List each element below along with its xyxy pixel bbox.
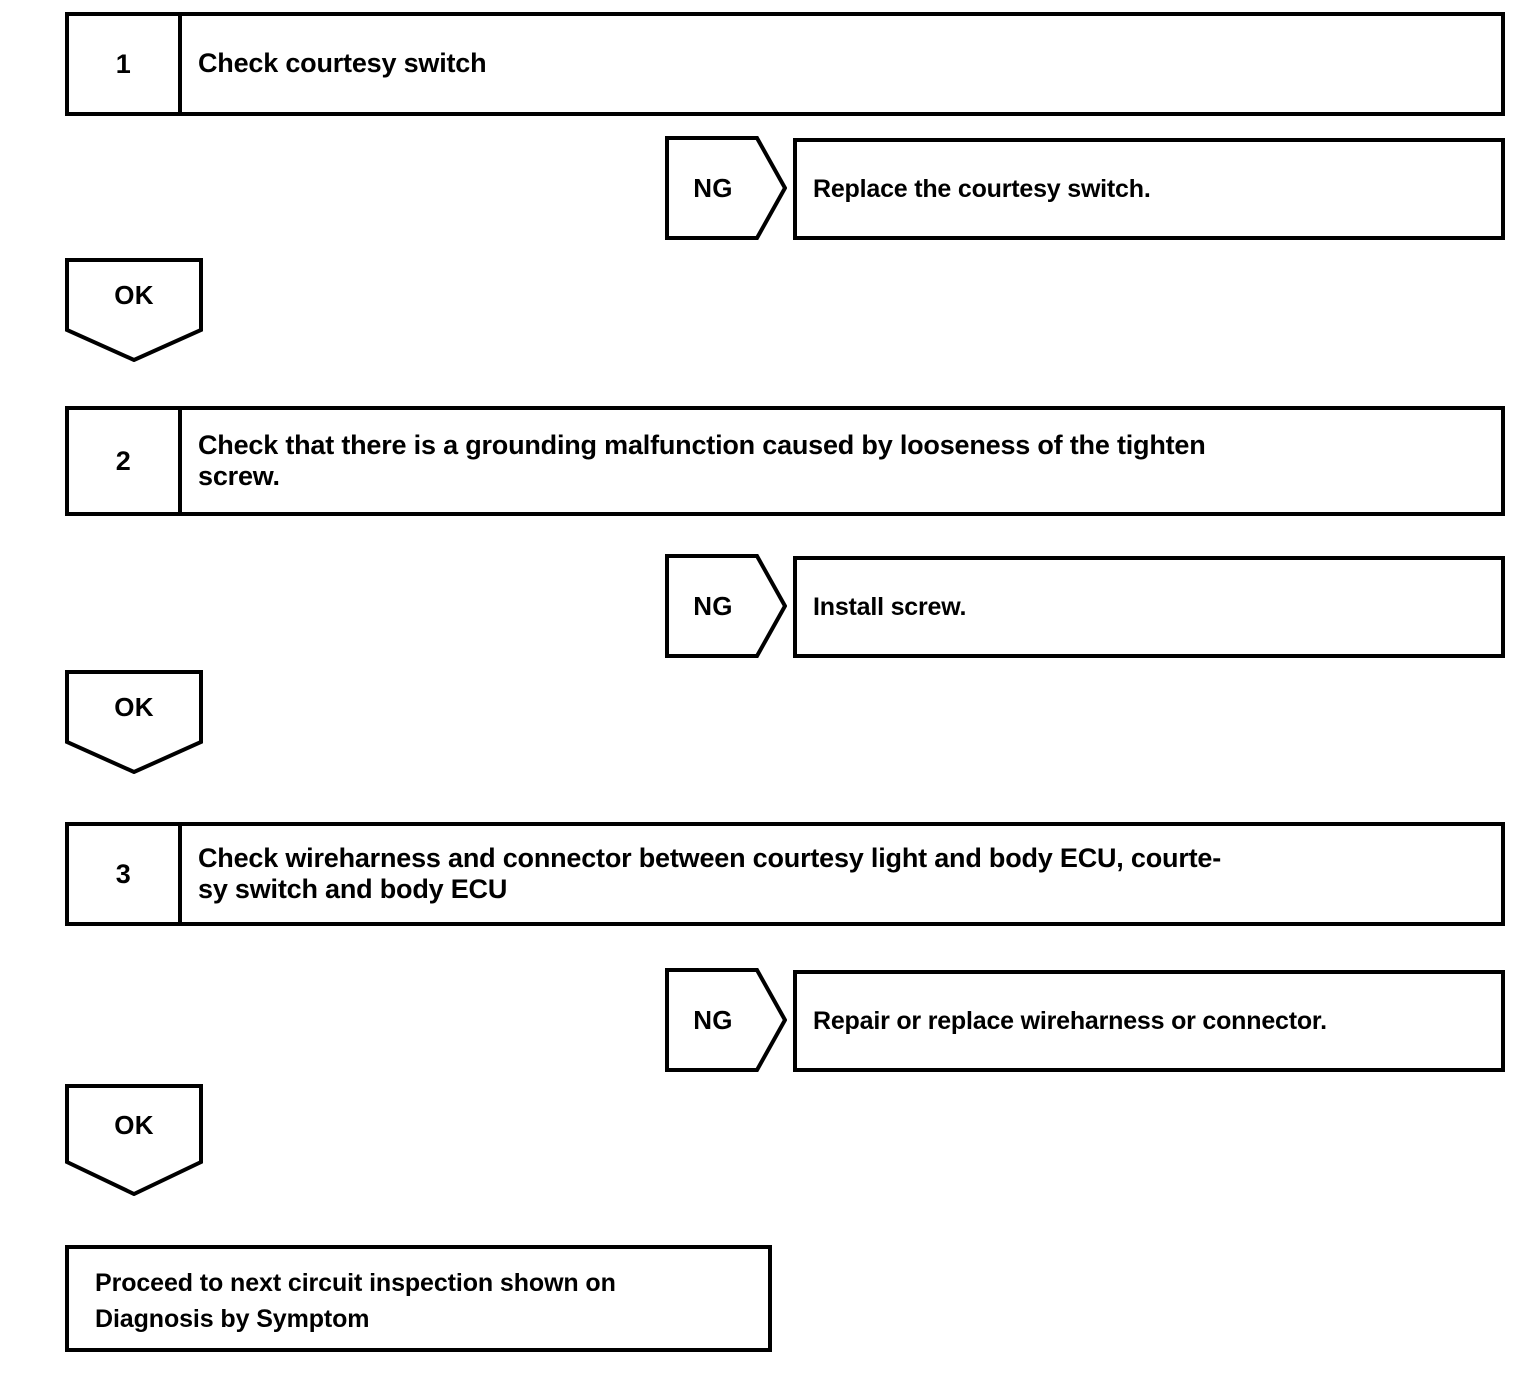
step-text-2-line-2: screw. [198,461,280,491]
ng-arrow-3-label: NG [693,1004,733,1035]
action-box-1-text: Replace the courtesy switch. [813,174,1151,203]
step-text-3-line-1: Check wireharness and connector between … [198,842,1222,873]
ok-arrow-2: OK [65,670,203,774]
terminal-text-line-2: Diagnosis by Symptom [95,1305,370,1334]
ng-arrow-2-label: NG [693,590,733,621]
ok-arrow-1: OK [65,258,203,362]
ok-arrow-3: OK [65,1084,203,1196]
ng-arrow-1-label: NG [693,172,733,203]
step-number-2: 2 [69,410,182,512]
terminal-box: Proceed to next circuit inspection shown… [65,1245,772,1352]
step-text-2-line-1: Check that there is a grounding malfunct… [198,429,1206,460]
ok-arrow-1-label: OK [114,279,154,310]
step-box-3: 3 Check wireharness and connector betwee… [65,822,1505,926]
step-text-3: Check wireharness and connector between … [182,826,1501,922]
terminal-text-line-1: Proceed to next circuit inspection shown… [95,1269,616,1297]
step-number-1: 1 [69,16,182,112]
action-box-2: Install screw. [793,556,1505,658]
step-text-2: Check that there is a grounding malfunct… [182,410,1501,512]
step-number-3: 3 [69,826,182,922]
action-box-2-text: Install screw. [813,592,967,621]
step-text-1: Check courtesy switch [182,16,1501,112]
step-text-1-line-1: Check courtesy switch [198,48,487,79]
ng-arrow-2: NG [665,554,787,658]
ok-arrow-2-label: OK [114,691,154,722]
action-box-3-text: Repair or replace wireharness or connect… [813,1006,1327,1035]
ng-arrow-3: NG [665,968,787,1072]
ng-arrow-1: NG [665,136,787,240]
step-box-2: 2 Check that there is a grounding malfun… [65,406,1505,516]
step-box-1: 1 Check courtesy switch [65,12,1505,116]
step-text-3-line-2: sy switch and body ECU [198,874,508,904]
action-box-3: Repair or replace wireharness or connect… [793,970,1505,1072]
action-box-1: Replace the courtesy switch. [793,138,1505,240]
ok-arrow-3-label: OK [114,1109,154,1140]
